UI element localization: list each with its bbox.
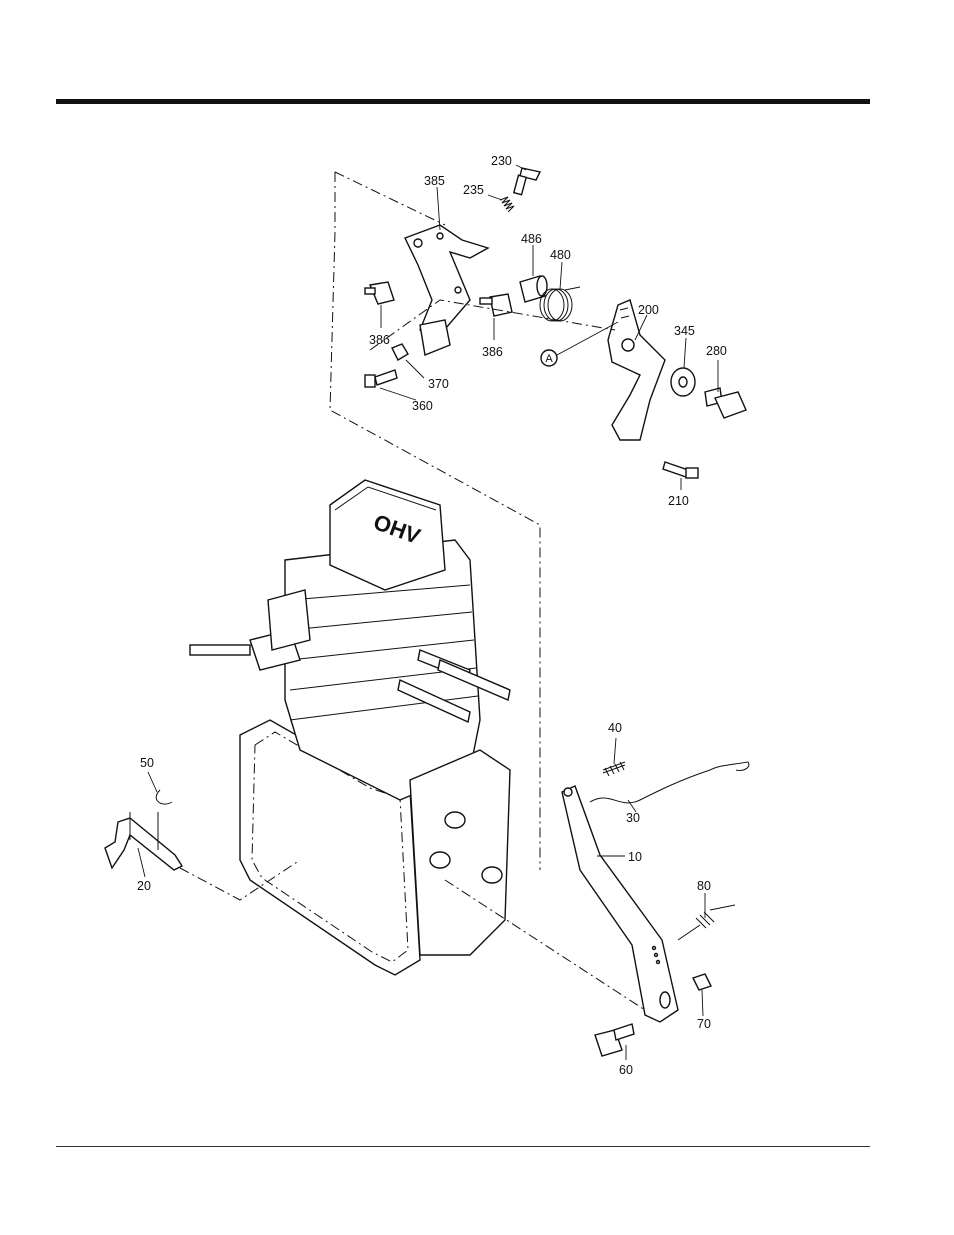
part-200-lever [608,300,665,440]
part-20-governor-shaft [105,812,182,870]
part-486-bushing [520,276,547,302]
label-386-right: 386 [482,345,503,359]
label-10: 10 [628,850,642,864]
part-385-bracket [405,225,488,355]
label-480: 480 [550,248,571,262]
engine-block: OHV [190,480,510,975]
part-230-bolt [514,168,540,195]
label-360: 360 [412,399,433,413]
label-486: 486 [521,232,542,246]
part-210-screw [663,462,698,478]
label-230: 230 [491,154,512,168]
label-80: 80 [697,879,711,893]
part-280-pivot-bolt [705,388,746,418]
part-70-nut [693,974,711,990]
part-235-spring [500,197,514,212]
part-50-clip [156,790,172,804]
part-10-governor-lever [562,786,678,1022]
part-40-spring [603,762,625,776]
part-360-screw [365,370,397,387]
part-370-nut [392,344,408,360]
label-20: 20 [137,879,151,893]
part-60-bolt [595,1024,634,1056]
label-235: 235 [463,183,484,197]
label-60: 60 [619,1063,633,1077]
label-280: 280 [706,344,727,358]
reference-marker-a-text: A [545,353,553,365]
label-70: 70 [697,1017,711,1031]
label-386-left: 386 [369,333,390,347]
label-50: 50 [140,756,154,770]
governor-shaft-stud [190,590,310,670]
label-370: 370 [428,377,449,391]
label-345: 345 [674,324,695,338]
part-30-wire-link [590,762,749,803]
label-40: 40 [608,721,622,735]
part-345-washer [671,368,695,396]
label-385: 385 [424,174,445,188]
part-386-bolt-right [480,294,512,316]
part-80-spring [678,905,735,940]
label-30: 30 [626,811,640,825]
part-386-bolt-left [365,282,394,304]
label-200: 200 [638,303,659,317]
label-210: 210 [668,494,689,508]
